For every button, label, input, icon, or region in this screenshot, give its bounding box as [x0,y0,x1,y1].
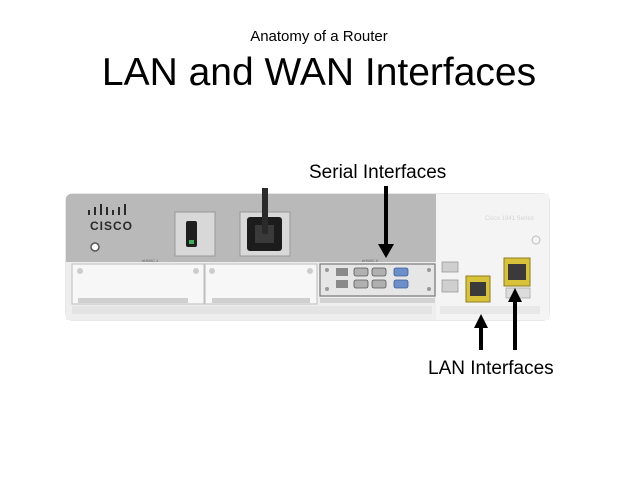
power-button-icon [90,242,100,252]
power-switch-icon [186,221,197,247]
power-cable [262,188,268,234]
callout-serial-interfaces: Serial Interfaces [309,162,447,183]
usb-port-icon [441,261,459,273]
router-model-text: Cisco 1941 Series [485,216,534,222]
router-brand-text: CISCO [90,219,134,233]
slot-label-ehwic-1: eHWIC 1 [142,258,159,263]
page-title: LAN and WAN Interfaces [101,51,537,94]
callout-lan-interfaces: LAN Interfaces [428,358,554,379]
page-subtitle: Anatomy of a Router [250,28,388,45]
ground-screw-icon [531,235,541,245]
serial-port-icon [325,267,431,291]
slot-label-ehwic-0: eHWIC 0 [362,258,379,263]
console-port-icon [441,279,459,293]
ehwic-slot-2 [204,263,318,305]
router-right-panel [436,194,549,320]
cisco-logo-icon [88,204,126,215]
ehwic-slot-1 [71,263,205,305]
